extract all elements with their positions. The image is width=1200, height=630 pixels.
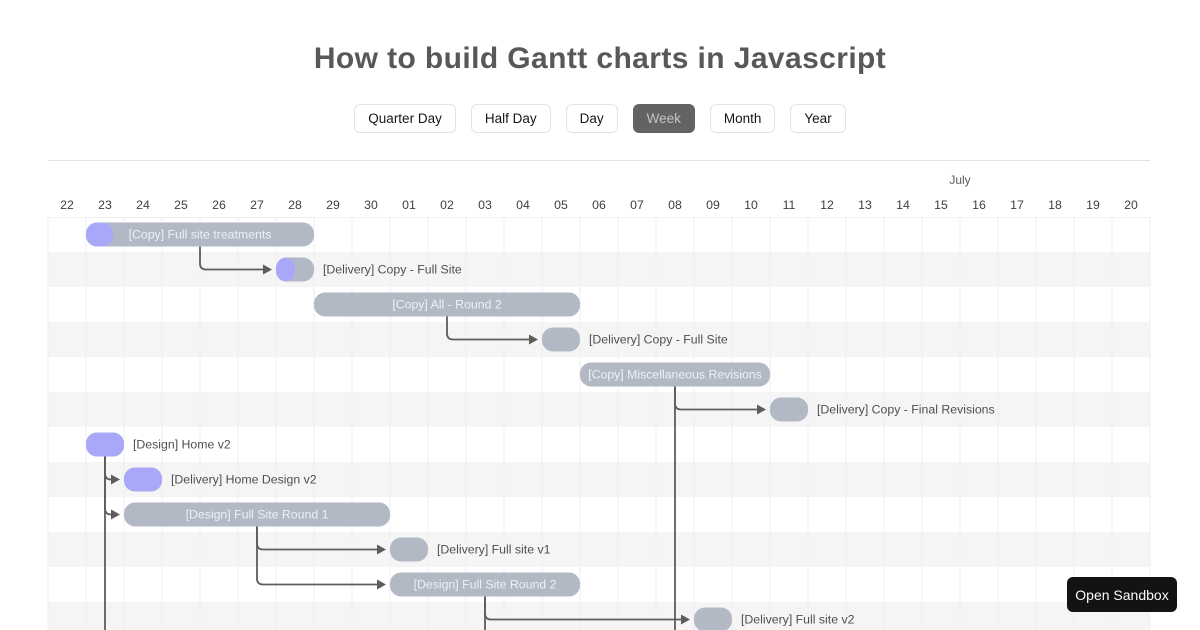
dependency-arrow — [199, 246, 264, 271]
grid-row — [48, 532, 1150, 567]
bar-label: [Delivery] Copy - Full Site — [589, 333, 728, 347]
date-tick: 04 — [516, 198, 530, 212]
dependency-arrow — [446, 316, 530, 341]
date-tick: 03 — [478, 198, 492, 212]
grid-row — [48, 462, 1150, 497]
gantt-bar-design-full-site-round-2[interactable] — [390, 572, 580, 597]
view-mode-toolbar: Quarter Day Half Day Day Week Month Year — [0, 104, 1200, 133]
gantt-bar-progress[interactable] — [124, 467, 162, 492]
bar-label: [Delivery] Full site v2 — [741, 613, 855, 627]
gantt-bar-copy-full-site-treatments[interactable] — [86, 222, 314, 247]
date-tick: 14 — [896, 198, 910, 212]
view-mode-month[interactable]: Month — [709, 104, 776, 133]
date-tick: 22 — [60, 198, 74, 212]
date-tick: 15 — [934, 198, 948, 212]
month-label: July — [949, 173, 970, 187]
date-tick: 17 — [1010, 198, 1024, 212]
date-tick: 29 — [326, 198, 340, 212]
date-tick: 13 — [858, 198, 872, 212]
view-mode-quarter-day[interactable]: Quarter Day — [354, 104, 456, 133]
view-mode-day[interactable]: Day — [565, 104, 618, 133]
bar-label: [Design] Full Site Round 2 — [414, 578, 557, 592]
gantt-bar-delivery-full-site-v2[interactable] — [694, 607, 732, 630]
bar-label: [Design] Home v2 — [133, 438, 231, 452]
date-tick: 10 — [744, 198, 758, 212]
dependency-arrowhead — [377, 579, 386, 590]
date-tick: 18 — [1048, 198, 1062, 212]
date-tick: 26 — [212, 198, 226, 212]
gantt-bar-delivery-full-site-v1[interactable] — [390, 537, 428, 562]
date-tick: 08 — [668, 198, 682, 212]
grid-row — [48, 322, 1150, 357]
gantt-bar-progress[interactable] — [276, 257, 295, 282]
bar-label: [Copy] Miscellaneous Revisions — [588, 368, 762, 382]
bar-label: [Copy] Full site treatments — [129, 228, 272, 242]
dependency-arrowhead — [529, 334, 538, 345]
gantt-bar-progress[interactable] — [86, 222, 114, 247]
view-mode-half-day[interactable]: Half Day — [470, 104, 551, 133]
date-tick: 07 — [630, 198, 644, 212]
dependency-arrowhead — [757, 404, 766, 415]
gantt-bar-design-full-site-round-1[interactable] — [124, 502, 390, 527]
date-tick: 24 — [136, 198, 150, 212]
date-tick: 01 — [402, 198, 416, 212]
date-tick: 28 — [288, 198, 302, 212]
gantt-bar-delivery-copy-full-site-2[interactable] — [542, 327, 580, 352]
date-tick: 05 — [554, 198, 568, 212]
date-tick: 09 — [706, 198, 720, 212]
dependency-arrowhead — [111, 509, 120, 520]
bar-label: [Delivery] Copy - Final Revisions — [817, 403, 995, 417]
bar-label: [Delivery] Home Design v2 — [171, 473, 317, 487]
date-tick: 30 — [364, 198, 378, 212]
date-tick: 27 — [250, 198, 264, 212]
dependency-arrowhead — [111, 474, 120, 485]
date-tick: 11 — [783, 198, 796, 212]
gantt-chart: July 22 23 24 25 26 27 28 29 30 01 02 03 04 05 06 07 08 09… — [47, 160, 1151, 630]
dependency-arrowhead — [263, 264, 272, 275]
grid-row — [48, 602, 1150, 630]
gantt-bar-copy-miscellaneous-revisions[interactable] — [580, 362, 770, 387]
dependency-arrowhead — [377, 544, 386, 555]
grid-row — [48, 392, 1150, 427]
page-title: How to build Gantt charts in Javascript — [313, 42, 887, 75]
date-tick: 06 — [592, 198, 606, 212]
view-mode-year[interactable]: Year — [790, 104, 846, 133]
date-tick: 20 — [1124, 198, 1138, 212]
gantt-bar-delivery-copy-final-revisions[interactable] — [770, 397, 808, 422]
date-tick: 12 — [820, 198, 834, 212]
dependency-arrowhead — [681, 614, 690, 625]
bar-label: [Copy] All - Round 2 — [392, 298, 502, 312]
view-mode-week[interactable]: Week — [632, 104, 695, 133]
dependency-arrow — [256, 526, 378, 586]
bar-label: [Delivery] Full site v1 — [437, 543, 551, 557]
date-tick: 02 — [440, 198, 454, 212]
open-sandbox-button[interactable]: Open Sandbox — [1067, 577, 1177, 612]
bar-label: [Delivery] Copy - Full Site — [323, 263, 462, 277]
date-tick: 16 — [972, 198, 986, 212]
date-tick: 19 — [1086, 198, 1100, 212]
gantt-bar-copy-all-round-2[interactable] — [314, 292, 580, 317]
date-tick: 23 — [98, 198, 112, 212]
bar-label: [Design] Full Site Round 1 — [186, 508, 329, 522]
gantt-bar-progress[interactable] — [86, 432, 124, 457]
date-tick: 25 — [174, 198, 188, 212]
